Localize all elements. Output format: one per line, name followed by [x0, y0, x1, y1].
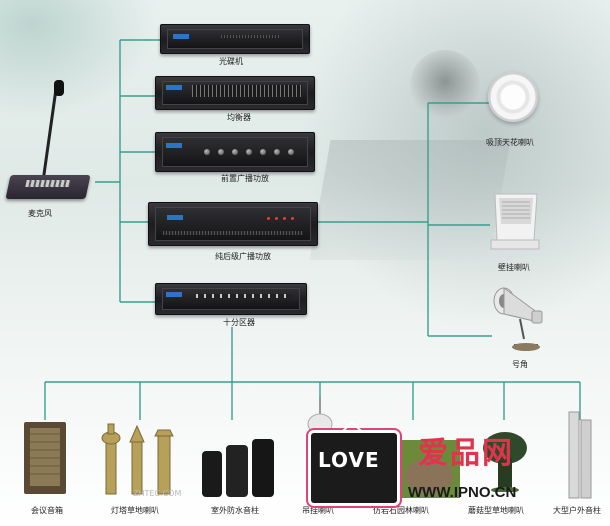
- love-badge-text: LOVE: [318, 448, 380, 472]
- microphone-label: 麦克风: [28, 209, 52, 218]
- badge-hanger-icon: [341, 420, 363, 433]
- cd-player-device: [160, 24, 310, 54]
- bottom-label-6: 蘑菇型草地喇叭: [468, 506, 524, 515]
- bottom-label-2: 灯塔草地喇叭: [111, 506, 159, 515]
- wall-speaker-label: 壁挂喇叭: [498, 263, 530, 272]
- horn-label: 号角: [512, 360, 528, 369]
- horn-speaker-icon: [493, 287, 543, 351]
- preamp-label: 前置广播功放: [221, 174, 269, 183]
- zone-selector-label: 十分区器: [223, 318, 255, 327]
- rock-garden-speaker-icon: [398, 440, 460, 498]
- bottom-label-1: 会议音箱: [31, 506, 63, 515]
- wall-speaker-icon: [490, 193, 540, 250]
- background-person: [410, 50, 480, 120]
- background-glow: [0, 0, 160, 120]
- microphone-keys: [25, 180, 71, 187]
- equalizer-label: 均衡器: [227, 113, 251, 122]
- cd-player-label: 光碟机: [219, 57, 243, 66]
- large-outdoor-column-icon: [568, 411, 592, 499]
- microphone-head: [54, 80, 64, 96]
- bottom-label-5: 仿岩石园林喇叭: [373, 506, 429, 515]
- equalizer-device: [155, 76, 315, 110]
- brand-name: 爱品网: [418, 436, 514, 471]
- love-badge: [308, 430, 400, 506]
- power-amp-device: [148, 202, 318, 246]
- conference-speaker-icon: [24, 422, 66, 494]
- small-watermark: ZHTEC.COM: [133, 489, 182, 498]
- ceiling-speaker-icon: [488, 72, 538, 122]
- microphone-base: [5, 175, 91, 199]
- bottom-label-3: 室外防水音柱: [211, 506, 259, 515]
- hanging-speaker-icon: [307, 396, 333, 435]
- preamp-device: [155, 132, 315, 172]
- ceiling-speaker-label: 吸顶天花喇叭: [486, 138, 534, 147]
- power-amp-label: 纯后级广播功放: [215, 252, 271, 261]
- brand-url: WWW.IPNO.CN: [408, 484, 517, 501]
- bottom-label-4: 吊挂喇叭: [302, 506, 334, 515]
- bottom-label-7: 大型户外音柱: [553, 506, 601, 515]
- outdoor-column-speaker-icon: [202, 439, 274, 497]
- lighthouse-lawn-speaker-icon: [101, 423, 174, 495]
- zone-selector-device: [155, 283, 307, 315]
- mushroom-lawn-speaker-icon: [483, 432, 527, 492]
